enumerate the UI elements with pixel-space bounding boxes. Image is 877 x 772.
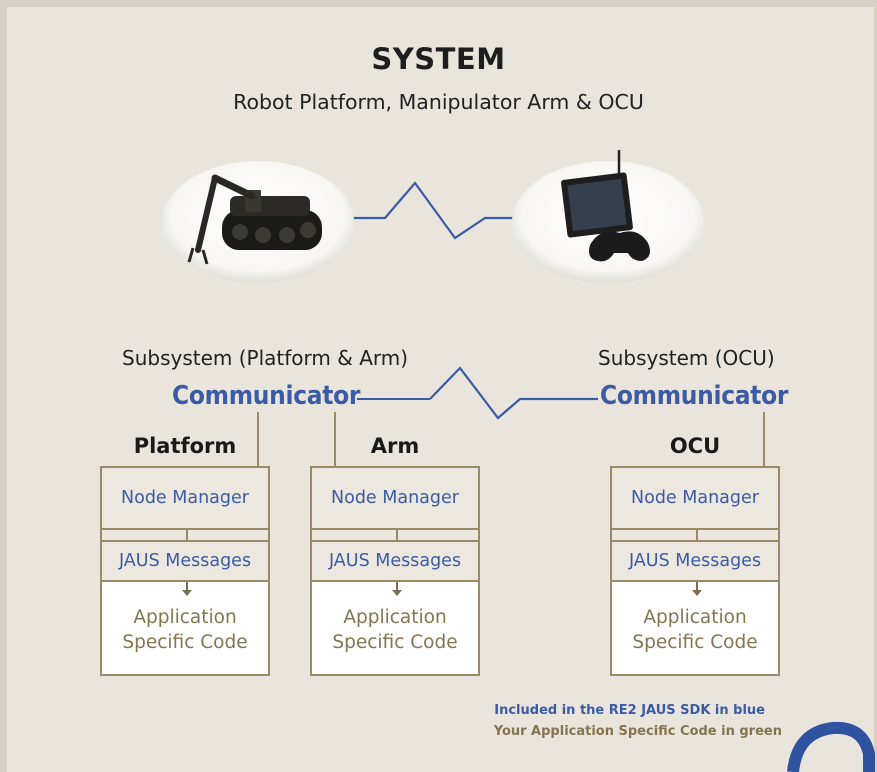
app-line-1: Application: [643, 607, 747, 628]
down-arrow-icon: [692, 582, 702, 596]
node-manager: Node Manager: [102, 468, 268, 530]
node-stack-arm: Node Manager JAUS Messages Application S…: [310, 466, 480, 676]
app-line-1: Application: [133, 607, 237, 628]
application-code: Application Specific Code: [312, 582, 478, 674]
wireless-link-communicator: [429, 366, 598, 420]
communicator-left: Communicator: [172, 381, 361, 411]
legend-green: Your Application Specific Code in green: [493, 724, 782, 739]
stack-divider: [312, 530, 478, 542]
application-code: Application Specific Code: [612, 582, 778, 674]
system-subtitle: Robot Platform, Manipulator Arm & OCU: [233, 90, 644, 114]
subsystem-left-label: Subsystem (Platform & Arm): [122, 346, 409, 370]
communicator-right: Communicator: [600, 381, 789, 411]
logo-fragment: [787, 721, 875, 772]
stack-divider: [612, 530, 778, 542]
jaus-messages: JAUS Messages: [612, 542, 778, 582]
node-stack-platform: Node Manager JAUS Messages Application S…: [100, 466, 270, 676]
down-arrow-icon: [182, 582, 192, 596]
app-line-2: Specific Code: [632, 632, 758, 653]
system-title: SYSTEM: [371, 42, 506, 76]
node-title-arm: Arm: [370, 434, 420, 458]
node-manager: Node Manager: [312, 468, 478, 530]
wireless-link-top: [345, 181, 520, 240]
app-line-2: Specific Code: [332, 632, 458, 653]
node-title-ocu: OCU: [669, 434, 721, 458]
ocu-image: [512, 150, 704, 283]
node-stack-ocu: Node Manager JAUS Messages Application S…: [610, 466, 780, 676]
robot-platform-image: [162, 161, 354, 283]
down-arrow-icon: [392, 582, 402, 596]
node-title-platform: Platform: [133, 434, 237, 458]
app-line-1: Application: [343, 607, 447, 628]
subsystem-right-label: Subsystem (OCU): [598, 346, 775, 370]
stack-divider: [102, 530, 268, 542]
jaus-messages: JAUS Messages: [312, 542, 478, 582]
jaus-messages: JAUS Messages: [102, 542, 268, 582]
node-manager: Node Manager: [612, 468, 778, 530]
legend-blue: Included in the RE2 JAUS SDK in blue: [494, 703, 765, 718]
app-line-2: Specific Code: [122, 632, 248, 653]
application-code: Application Specific Code: [102, 582, 268, 674]
